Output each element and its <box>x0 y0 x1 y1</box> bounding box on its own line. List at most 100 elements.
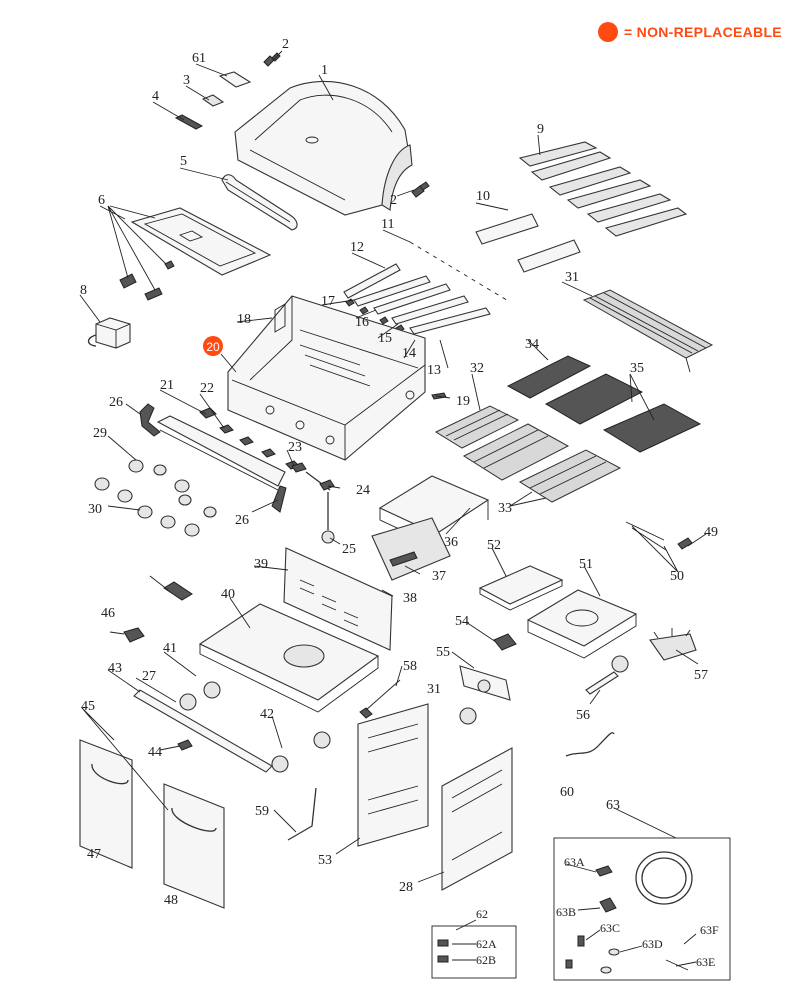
part-handle-bracket-side <box>411 181 430 198</box>
part-casters <box>179 681 477 773</box>
label-part-41: 41 <box>163 641 177 656</box>
label-part-42: 42 <box>260 707 274 722</box>
label-part-18: 18 <box>237 312 251 327</box>
kit-63-box <box>553 837 731 981</box>
label-part-6: 6 <box>98 193 105 208</box>
legend-text: = NON-REPLACEABLE <box>624 24 782 40</box>
label-part-16: 16 <box>355 315 369 330</box>
part-heat-shield <box>174 114 204 130</box>
label-part-55: 55 <box>436 645 450 660</box>
label-part-11: 11 <box>381 217 394 232</box>
label-part-8: 8 <box>80 283 87 298</box>
label-part-53: 53 <box>318 853 332 868</box>
label-part-2-top: 2 <box>282 37 289 52</box>
part-doors <box>79 739 225 909</box>
non-replaceable-marker <box>598 22 618 42</box>
label-part-26-right: 26 <box>235 513 249 528</box>
part-side-shelf-panel <box>371 517 451 581</box>
label-part-54: 54 <box>455 614 469 629</box>
part-bottom-shelf <box>198 603 380 713</box>
part-side-burner-bracket <box>459 665 511 701</box>
part-side-burner-tray <box>526 589 638 659</box>
part-flame-tamers <box>518 141 688 237</box>
label-part-52: 52 <box>487 538 501 553</box>
part-firebox <box>227 295 426 461</box>
part-grease-tray <box>130 207 272 276</box>
part-shelf-clip <box>163 581 193 601</box>
label-part-33: 33 <box>498 501 512 516</box>
part-control-knobs <box>94 459 217 537</box>
label-part-37: 37 <box>432 569 446 584</box>
part-burners <box>343 263 491 345</box>
part-hose <box>565 732 615 757</box>
part-igniter-module <box>291 462 335 544</box>
label-part-46: 46 <box>101 606 115 621</box>
label-part-36: 36 <box>444 535 458 550</box>
part-lid-handle <box>221 174 298 231</box>
label-part-44: 44 <box>148 745 162 760</box>
callout-labels: 1 2 2 61 3 4 5 6 8 9 10 11 12 13 14 15 1… <box>80 37 719 969</box>
part-lid <box>234 81 413 216</box>
label-part-27: 27 <box>142 669 156 684</box>
label-part-56: 56 <box>576 708 590 723</box>
label-part-62b: 62B <box>476 953 496 967</box>
label-part-29: 29 <box>93 426 107 441</box>
label-part-1: 1 <box>321 63 328 78</box>
label-part-13: 13 <box>427 363 441 378</box>
label-part-63e: 63E <box>696 955 715 969</box>
label-part-63c: 63C <box>600 921 620 935</box>
label-part-25: 25 <box>342 542 356 557</box>
part-igniter-collector <box>625 521 693 551</box>
part-igniter-wire <box>287 787 317 841</box>
label-part-63a: 63A <box>564 855 585 869</box>
label-part-10: 10 <box>476 189 490 204</box>
label-part-63d: 63D <box>642 937 663 951</box>
part-cooking-grids <box>434 405 622 503</box>
label-part-31-rack: 31 <box>565 270 579 285</box>
part-side-bracket <box>359 679 401 719</box>
label-part-21: 21 <box>160 378 174 393</box>
label-part-50: 50 <box>670 569 684 584</box>
label-part-49: 49 <box>704 525 718 540</box>
part-side-burner <box>585 655 629 695</box>
label-part-60: 60 <box>560 785 574 800</box>
part-control-panel <box>139 403 287 513</box>
part-side-panel-left <box>357 703 429 847</box>
label-part-31-wheel: 31 <box>427 682 441 697</box>
part-burner-cap <box>649 628 697 661</box>
part-rear-panel <box>283 547 393 651</box>
part-temperature-gauge <box>201 94 225 107</box>
part-side-panel-right <box>441 747 513 891</box>
label-part-51: 51 <box>579 557 593 572</box>
label-part-62a: 62A <box>476 937 497 951</box>
label-part-40: 40 <box>221 587 235 602</box>
label-part-24: 24 <box>356 483 370 498</box>
label-part-57: 57 <box>694 668 708 683</box>
label-part-61: 61 <box>192 51 206 66</box>
label-part-14: 14 <box>402 346 416 361</box>
label-part-12: 12 <box>350 240 364 255</box>
label-part-58: 58 <box>403 659 417 674</box>
non-replaceable-callout-20: 20 <box>203 336 223 356</box>
label-part-26-left: 26 <box>109 395 123 410</box>
label-part-39: 39 <box>254 557 268 572</box>
part-grease-tray-clips <box>119 260 175 301</box>
label-part-5: 5 <box>180 154 187 169</box>
label-part-63f: 63F <box>700 923 719 937</box>
part-sear-plates <box>506 355 702 453</box>
label-part-9: 9 <box>537 122 544 137</box>
part-warming-rack <box>582 289 714 373</box>
label-part-48: 48 <box>164 893 178 908</box>
label-part-4: 4 <box>152 89 159 104</box>
label-part-34: 34 <box>525 337 539 352</box>
label-part-45: 45 <box>81 699 95 714</box>
label-part-15: 15 <box>378 331 392 346</box>
part-magnet-catch <box>123 627 145 643</box>
label-part-35: 35 <box>630 361 644 376</box>
label-part-30: 30 <box>88 502 102 517</box>
label-part-2-side: 2 <box>390 193 397 208</box>
label-part-59: 59 <box>255 804 269 819</box>
label-part-63: 63 <box>606 798 620 813</box>
label-part-32: 32 <box>470 361 484 376</box>
